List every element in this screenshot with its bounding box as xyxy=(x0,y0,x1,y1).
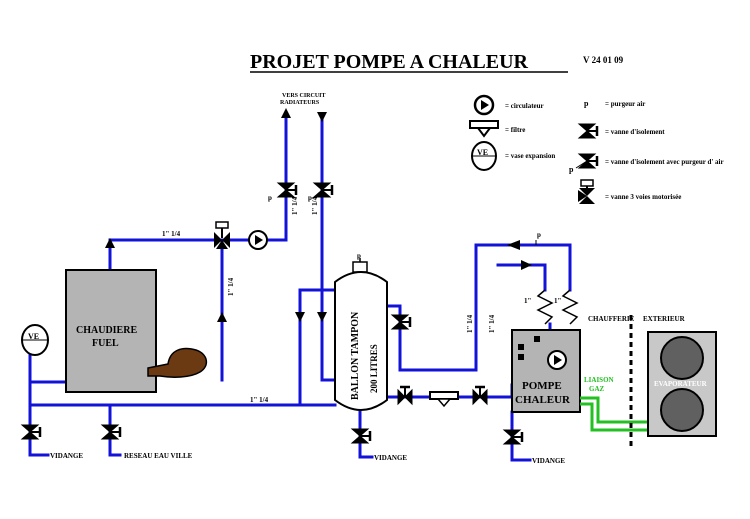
purge-label-radiator-2: p xyxy=(308,194,312,202)
expansion-vessel: VE xyxy=(21,324,49,356)
pipe-size-7: 1" 1/4 xyxy=(488,314,496,333)
boiler-label-1: CHAUDIERE xyxy=(76,325,137,336)
pipe-size-4: 1" 1/4 xyxy=(311,196,319,215)
drain-label-ballon: VIDANGE xyxy=(374,454,407,462)
flow-arrows xyxy=(105,108,532,322)
pipe-size-2: 1" 1/4 xyxy=(227,277,235,296)
valve-city-water xyxy=(100,423,122,441)
legend-circulateur-icon xyxy=(473,94,495,116)
page-title: PROJET POMPE A CHALEUR xyxy=(250,51,529,73)
valve-ballon-drain xyxy=(350,427,372,445)
valve-ballon-out xyxy=(390,313,412,331)
legend-filter-icon xyxy=(469,120,499,138)
heat-pump-label-1: POMPE xyxy=(522,380,562,392)
pipe-size-1: 1" 1/4 xyxy=(162,230,181,238)
pipes xyxy=(28,113,572,462)
legend-vase-label: = vase expansion xyxy=(505,152,555,160)
radiators-label-2: RADIATEURS xyxy=(280,100,320,106)
valve-drain-left xyxy=(20,423,42,441)
gas-link-upper xyxy=(580,396,650,424)
legend-3way-valve-icon xyxy=(578,179,595,204)
burner-icon xyxy=(147,347,208,378)
legend-vanne-label: = vanne d'isolement xyxy=(605,128,665,136)
drain-label-left: VIDANGE xyxy=(50,452,83,460)
legend-vanne-purgeur-label: = vanne d'isolement avec purgeur d' air xyxy=(605,158,724,166)
svg-text:VE: VE xyxy=(477,148,488,157)
heat-pump: POMPE CHALEUR xyxy=(511,289,581,413)
drain-label-pac: VIDANGE xyxy=(532,457,565,465)
valve-radiator-out xyxy=(276,181,298,199)
circulator-boiler xyxy=(248,230,268,250)
version-label: V 24 01 09 xyxy=(583,55,624,65)
evaporator-label: EVAPORATEUR xyxy=(654,380,708,388)
exterieur-label: EXTERIEUR xyxy=(643,315,686,323)
legend: = circulateur = filtre VE = vase expansi… xyxy=(469,94,724,204)
svg-text:VE: VE xyxy=(28,332,39,341)
valve-pac-drain xyxy=(502,428,524,446)
valve-radiator-in xyxy=(312,181,334,199)
3way-valve xyxy=(214,221,230,249)
evaporator: EVAPORATEUR xyxy=(647,331,717,437)
boiler xyxy=(65,269,157,393)
legend-filtre-label: = filtre xyxy=(505,126,525,134)
legend-purgeur-label: = purgeur air xyxy=(605,100,645,108)
buffer-tank: BALLON TAMPON 200 LITRES xyxy=(334,258,388,411)
pipe-size-8: 1" xyxy=(524,297,532,305)
legend-valve-icon xyxy=(577,122,599,140)
purge-label-pac: p xyxy=(537,231,541,239)
buffer-tank-label-1: BALLON TAMPON xyxy=(350,311,361,400)
legend-valve-purge-icon xyxy=(577,152,599,170)
pipe-size-3: 1" 1/4 xyxy=(291,196,299,215)
pipe-size-9: 1" xyxy=(554,297,562,305)
pipe-size-5: 1" 1/4 xyxy=(250,396,269,404)
legend-purgeur-symbol: p xyxy=(584,99,589,108)
purge-label-ballon: p xyxy=(357,252,361,260)
radiators-label-1: VERS CIRCUIT xyxy=(282,93,326,99)
city-water-label: RESEAU EAU VILLE xyxy=(124,452,193,460)
purge-label-radiator: p xyxy=(268,194,272,202)
pipe-size-6: 1" 1/4 xyxy=(466,314,474,333)
valve-filter-left xyxy=(396,385,414,406)
buffer-tank-label-2: 200 LITRES xyxy=(369,344,379,393)
boiler-label-2: FUEL xyxy=(92,338,119,349)
chaufferie-label: CHAUFFERIE xyxy=(588,315,635,323)
legend-circulateur-label: = circulateur xyxy=(505,102,544,110)
filter xyxy=(429,391,459,408)
heat-pump-label-2: CHALEUR xyxy=(515,394,571,406)
gas-link-label-2: GAZ xyxy=(589,385,605,393)
gas-link-label-1: LIAISON xyxy=(584,376,614,384)
legend-expansion-vessel-icon: VE xyxy=(471,141,497,171)
gas-link-lower xyxy=(580,402,650,432)
valve-filter-right xyxy=(471,385,489,406)
legend-3voies-label: = vanne 3 voies motorisée xyxy=(605,193,681,201)
legend-vanne-purgeur-symbol: p xyxy=(569,165,574,174)
